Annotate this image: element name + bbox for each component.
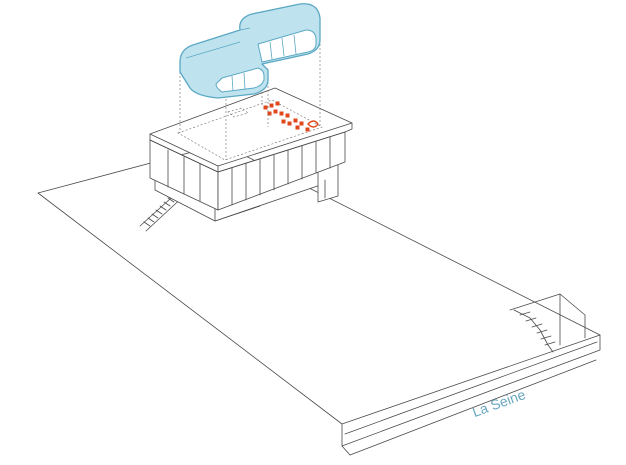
facade-mullions xyxy=(167,136,331,206)
quay-stairs xyxy=(513,309,556,353)
building xyxy=(149,87,353,222)
rooftop-pavilion xyxy=(179,3,321,99)
roof-furniture xyxy=(263,101,319,132)
